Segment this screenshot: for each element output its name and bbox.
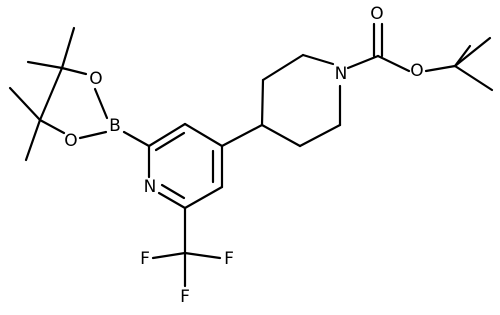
atom-label-f-left: F [140,249,150,269]
bond-cf3-f-right [183,251,222,260]
bond-oester-carbonyl [376,54,411,73]
bond-c-c-pinacol [38,66,64,122]
atom-label-f-right: F [224,249,234,269]
atom-label-f-bottom: F [180,287,190,307]
bond-b-o-top [93,87,109,120]
bond-pin-methyl-1 [60,26,76,70]
bond-pyr-n-c6 [157,191,187,210]
bond-pyr-c3-c2-inner [154,131,186,152]
bond-pyr-n-c6-inner [160,183,186,200]
bond-pip-to-pyridine [220,123,264,148]
atom-label-o-boronate-bottom: O [64,131,77,151]
atom-label-o-carbonyl: O [370,4,383,24]
bond-cf3-f-left [151,251,187,260]
atom-label-n-pyridine: N [144,177,157,197]
bond-tbu-methyl-top [453,36,492,68]
bond-o-top-c [60,66,88,76]
bond-tbu-methyl-mid [453,44,472,68]
atom-label-n-piperidine: N [335,64,348,84]
atom-label-o-ester: O [410,61,423,81]
bond-pin-methyl-2 [26,60,64,70]
bond-pyr-c3-c2 [147,122,187,148]
atom-label-o-boronate-top: O [89,69,102,89]
bond-o-bottom-c [38,118,66,135]
bond-ch2-top-ch2-left [261,53,305,82]
bond-tbu-methyl-right [453,64,494,92]
bond-ch-ch2-bottom [260,123,302,148]
bond-c2-boron [122,130,151,148]
bond-pin-methyl-4 [24,118,42,162]
bond-ch2-bottom-ch2-right [298,123,342,148]
bond-ch2-left-ch [260,78,265,127]
atom-label-b: B [109,116,121,136]
bond-pin-methyl-3 [8,86,42,122]
bond-b-o-bottom [78,130,108,140]
bond-pyr-c4-c3 [183,122,224,148]
bond-tbu-to-oester [424,64,457,73]
bond-pyr-c6-c5 [183,185,224,210]
bond-carbonyl-npip [346,54,380,70]
bond-npip-ch2-top [301,53,335,66]
